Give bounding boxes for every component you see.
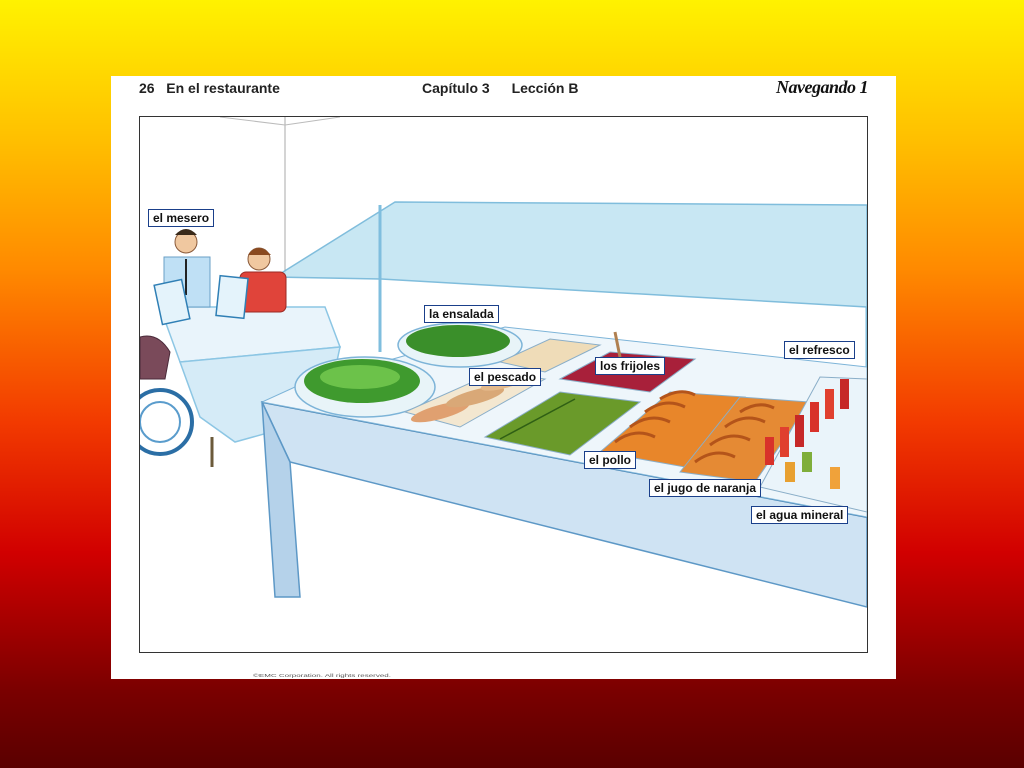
counter-leg	[261, 401, 301, 598]
green-beans	[483, 391, 642, 456]
sneeze-guard-glass	[272, 201, 867, 308]
bottle-6	[840, 379, 849, 409]
wheelchair-hub	[140, 401, 181, 443]
chapter-label: Capítulo 3	[422, 80, 490, 96]
chicken-pieces-2	[694, 403, 775, 464]
salad-back	[406, 325, 510, 357]
page-heading: 26 En el restaurante	[139, 80, 280, 96]
fish-2	[445, 386, 505, 408]
bottle-2	[780, 427, 789, 457]
label-ensalada: la ensalada	[424, 305, 499, 323]
lesson-label: Lección B	[511, 80, 579, 96]
bottle-5	[825, 389, 834, 419]
bottle-3	[795, 415, 804, 447]
worksheet-page: 26 En el restaurante Capítulo 3 Lección …	[111, 76, 896, 679]
bottle-4	[810, 402, 819, 432]
juice-bottle-1	[785, 462, 795, 482]
juice-bottle-3	[830, 467, 840, 489]
copyright-footer: ©EMC Corporation. All rights reserved.	[253, 673, 391, 678]
customer-hair	[248, 248, 271, 255]
bottle-1	[765, 437, 774, 465]
waiter-menu	[153, 278, 191, 326]
customer-menu	[215, 274, 249, 320]
illustration-drawing	[140, 117, 867, 608]
seated-person	[140, 335, 171, 380]
chapter-lesson: Capítulo 3 Lección B	[422, 80, 596, 96]
waiter-hair	[175, 229, 197, 235]
label-pescado: el pescado	[469, 368, 542, 386]
label-frijoles: los frijoles	[595, 357, 666, 375]
brand-logo: Navegando 1	[776, 77, 869, 97]
serving-spoon	[613, 331, 622, 358]
label-pollo: el pollo	[584, 451, 636, 469]
label-refresco: el refresco	[784, 341, 855, 359]
salad-front-highlight	[320, 365, 400, 389]
page-number: 26	[139, 80, 155, 96]
wheelchair-wheel	[140, 388, 194, 456]
chicken-pieces	[614, 390, 696, 444]
ceiling-line	[219, 117, 286, 126]
ceiling-line-2	[284, 117, 341, 126]
green-beans-strokes	[499, 398, 576, 440]
juice-bottle-2	[802, 452, 812, 472]
section-title: En el restaurante	[166, 80, 280, 96]
label-mesero: el mesero	[148, 209, 215, 227]
label-agua: el agua mineral	[751, 506, 849, 524]
label-jugo: el jugo de naranja	[649, 479, 762, 497]
restaurant-illustration: el mesero la ensalada el pescado los fri…	[139, 116, 868, 653]
